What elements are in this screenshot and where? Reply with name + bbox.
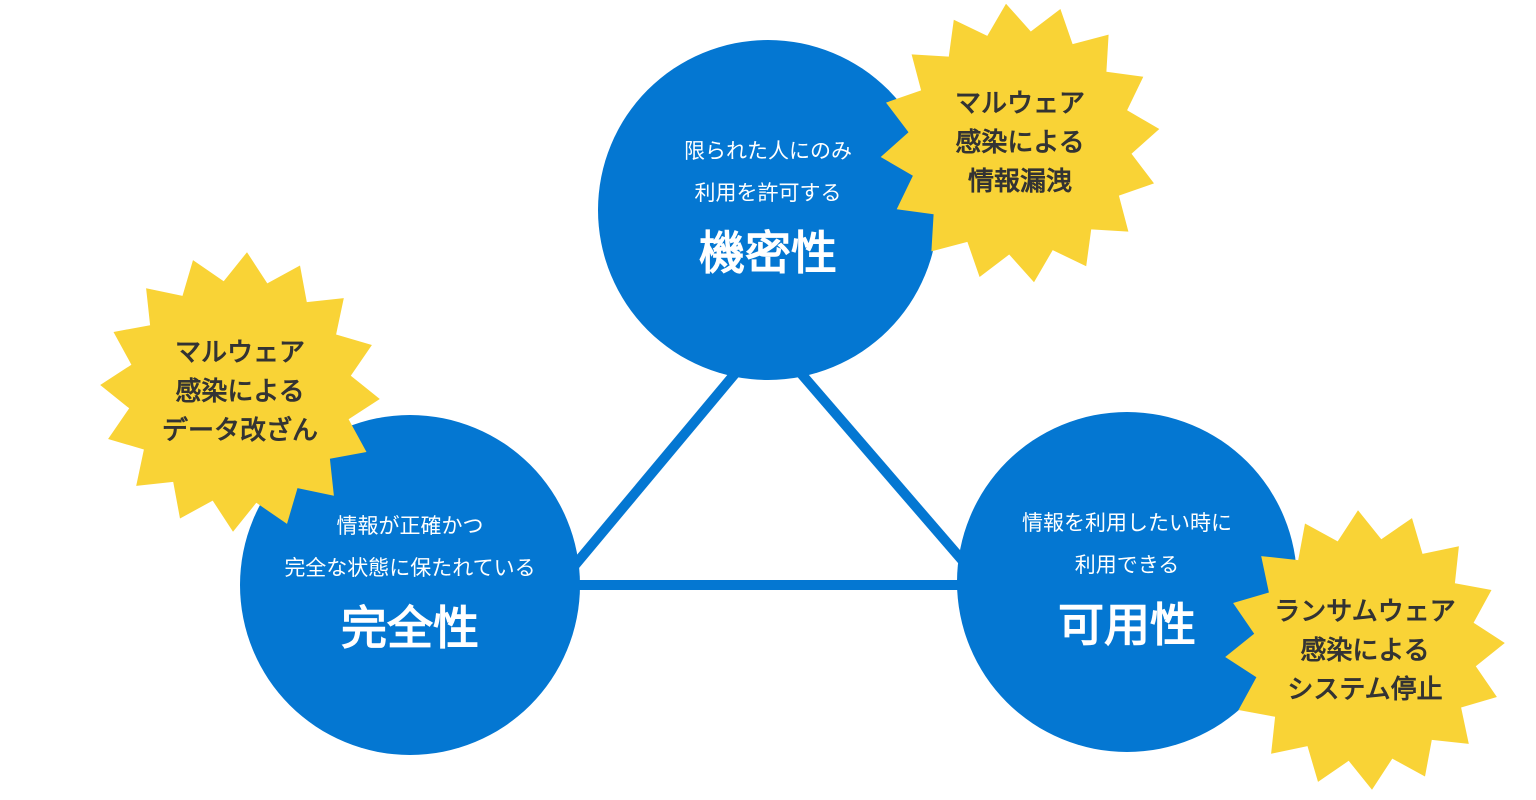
threat-line: 感染による <box>175 377 305 407</box>
star-burst-leak <box>880 3 1160 283</box>
line-confidentiality-availability <box>794 366 966 564</box>
pillar-title: 可用性 <box>1058 598 1196 652</box>
line-confidentiality-integrity <box>571 366 742 569</box>
circle-integrity <box>240 415 580 755</box>
pillar-desc-line: 利用を許可する <box>694 181 842 205</box>
threat-line: ランサムウェア <box>1274 597 1456 627</box>
triangle-lines <box>570 366 966 590</box>
threat-line: マルウェア <box>954 89 1085 119</box>
threat-line: データ改ざん <box>161 416 318 446</box>
pillar-desc-line: 情報が正確かつ <box>336 514 484 538</box>
threat-tamper: マルウェア 感染による データ改ざん <box>120 334 360 451</box>
threat-stop: ランサムウェア 感染による システム停止 <box>1245 593 1485 710</box>
threat-line: マルウェア <box>174 338 305 368</box>
pillar-desc-line: 限られた人にのみ <box>684 139 852 163</box>
circle-availability <box>957 412 1297 752</box>
pillar-desc-line: 完全な状態に保たれている <box>284 556 536 580</box>
pillar-availability: 情報を利用したい時に 利用できる 可用性 <box>957 502 1297 660</box>
threat-leak: マルウェア 感染による 情報漏洩 <box>900 85 1140 202</box>
threat-line: 感染による <box>1300 636 1430 666</box>
pillar-title: 完全性 <box>341 601 479 655</box>
pillar-desc-line: 利用できる <box>1074 553 1180 577</box>
threat-line: 感染による <box>955 128 1085 158</box>
star-burst-stop <box>1225 510 1505 790</box>
pillar-integrity: 情報が正確かつ 完全な状態に保たれている 完全性 <box>240 505 580 663</box>
pillar-desc-line: 情報を利用したい時に <box>1022 511 1232 535</box>
circle-confidentiality <box>598 40 938 380</box>
star-burst-tamper <box>100 252 380 532</box>
pillar-title: 機密性 <box>699 226 837 280</box>
threat-line: システム停止 <box>1287 675 1443 705</box>
threat-line: 情報漏洩 <box>967 167 1072 197</box>
pillar-confidentiality: 限られた人にのみ 利用を許可する 機密性 <box>598 130 938 288</box>
